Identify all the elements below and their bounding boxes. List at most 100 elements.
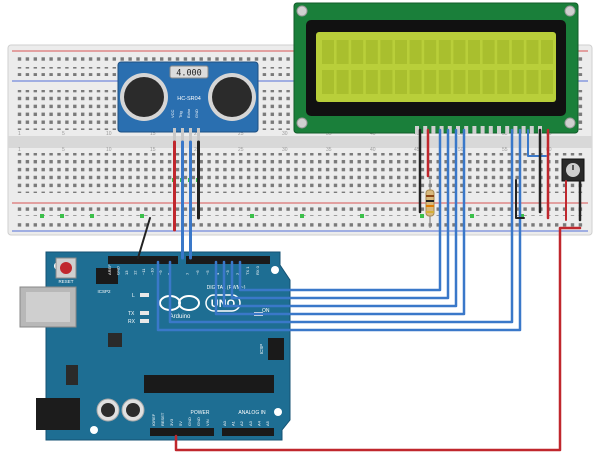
power-pin-label: RESET [160,412,165,426]
sensor-crystal [169,65,209,79]
column-number: 35 [326,147,332,153]
column-number: 20 [194,147,200,153]
capacitor-1-top [101,403,115,417]
power-pin-label: VIN [205,419,210,426]
column-number: 1 [18,131,21,137]
digital-pin-label: AREF [107,264,112,275]
potentiometer [561,158,585,182]
lcd-character-grid [322,40,553,94]
ultrasonic-sensor: 4.000 HC-SR04 VCC Trig Echo GND [117,61,259,142]
column-number: 15 [150,131,156,137]
center-channel [8,136,592,148]
column-number: 30 [282,131,288,137]
column-number: 10 [106,147,112,153]
reset-label: RESET [58,279,73,284]
lcd-char-cell [453,70,466,94]
lcd-pin [439,126,444,134]
sensor-transducer-right [212,77,252,117]
lcd-char-cell [336,40,349,64]
column-number: 15 [150,147,156,153]
lcd-mount-hole [564,5,576,17]
power-pin-label: GND [196,417,201,426]
power-pin-label: 3V3 [169,418,174,426]
analog-pin-label: A1 [231,420,236,426]
lcd-char-cell [424,40,437,64]
lcd-pin [521,126,526,134]
analog-header [222,428,274,436]
sensor-pin-label: Echo [186,108,191,118]
lcd-char-cell [438,70,451,94]
lcd-char-cell [351,70,364,94]
voltage-regulator [66,365,78,385]
led-rx [140,319,149,323]
analog-label: ANALOG IN [238,410,266,416]
digital-pin-label: RX 0 [255,265,260,275]
digital-header-right [186,256,270,264]
lcd-char-cell [482,70,495,94]
wire-lcd-rs [238,128,442,292]
column-number: 35 [326,131,332,137]
lcd-char-cell [322,40,334,64]
icsp2-label: ICSP2 [97,289,111,294]
digital-pin-label: ~10 [150,267,155,275]
column-number: 50 [458,147,464,153]
capacitor-2-top [126,403,140,417]
sensor-crystal-label: 4.000 [176,69,202,79]
wire-gnd-jumper [515,179,525,219]
digital-pin-label: TX 1 [245,266,250,275]
lcd-char-cell [468,40,480,64]
lcd-module [293,2,579,134]
analog-pin-label: A4 [256,420,261,426]
rail-holes [14,207,584,216]
lcd-pin [480,126,485,134]
column-number: 10 [106,131,112,137]
usb-chip [108,333,122,347]
power-jack [36,398,80,430]
icsp-label: ICSP [259,344,264,355]
led-tx-label: TX [128,311,135,317]
digital-pin-label: 12 [133,270,138,275]
lcd-pin [497,126,501,134]
column-number: 40 [370,131,376,137]
analog-pin-label: A2 [239,420,244,426]
wire-gnd-arduino [137,217,151,259]
lcd-mount-hole [296,5,308,17]
wire-lcd-d6 [168,128,514,324]
wire-lcd-d5 [214,128,466,316]
lcd-char-cell [541,40,553,64]
digital-pin-label: GND [116,266,121,275]
lcd-pin [456,126,460,134]
lcd-pin [464,126,469,134]
analog-pin-label: A5 [265,420,270,426]
power-pin-label: 5V [178,421,183,426]
lcd-char-cell [409,40,422,64]
lcd-char-cell [438,40,451,64]
icsp-header [268,338,284,360]
lcd-pin [472,126,477,134]
power-label: POWER [191,410,210,416]
mount-hole [90,426,98,434]
resistor [425,180,435,228]
lcd-char-cell [511,40,524,64]
lcd-pin [513,126,518,134]
lcd-char-cell [511,70,524,94]
digital-pin-label: ~6 [195,270,200,275]
led-l-label: L [132,293,135,299]
digital-pin-label: ~9 [158,270,163,275]
on-label: ON [262,308,270,314]
sensor-model-label: HC-SR04 [177,96,201,102]
wires [137,128,582,452]
digital-pin-label: 4 [215,272,220,275]
lcd-char-cell [541,70,553,94]
lcd-char-cell [351,40,364,64]
lcd-char-cell [409,70,422,94]
digital-pin-label: 7 [185,272,190,275]
power-header [150,428,214,436]
column-number: 40 [370,147,376,153]
led-tx [140,311,149,315]
led-rx-label: RX [128,319,136,325]
lcd-char-cell [526,40,539,64]
lcd-char-cell [497,40,510,64]
sensor-pin-label: Trig [178,111,183,118]
